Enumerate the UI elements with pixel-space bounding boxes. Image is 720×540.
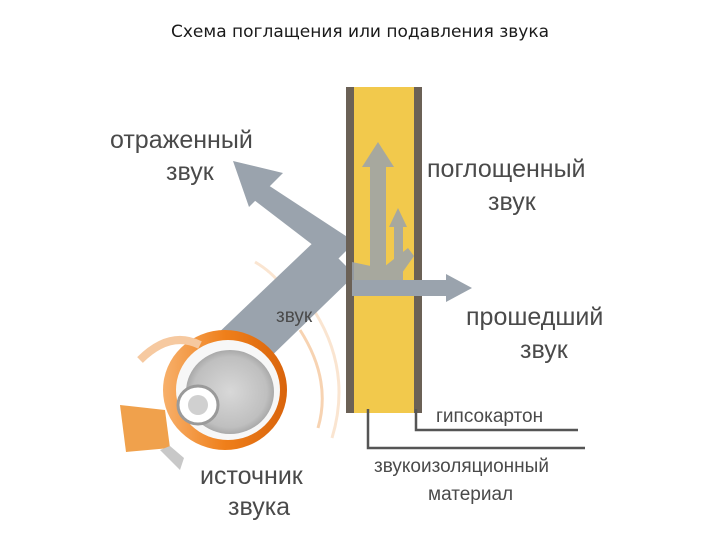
source-label-line2: звука <box>228 493 290 521</box>
passed-label-line1: прошедший <box>466 303 603 331</box>
drywall-label: гипсокартон <box>436 406 543 427</box>
reflected-label-line1: отраженный <box>110 126 253 154</box>
drywall-left <box>346 87 354 413</box>
passed-sound-arrow <box>352 274 472 302</box>
insulation-label-line2: материал <box>428 484 513 505</box>
leader-lines <box>366 409 585 450</box>
passed-label-line2: звук <box>520 336 569 364</box>
absorbed-label-line2: звук <box>488 188 537 216</box>
absorbed-label-line1: поглощенный <box>427 155 586 183</box>
source-label-line1: источник <box>200 462 304 490</box>
sound-label: звук <box>276 306 313 327</box>
reflected-label-line2: звук <box>166 158 215 186</box>
speaker-icon <box>120 330 287 470</box>
reflected-sound-arrow <box>233 161 355 262</box>
insulation-label-line1: звукоизоляционный <box>374 456 549 477</box>
drywall-right <box>414 87 422 413</box>
diagram-title: Схема поглащения или подавления звука <box>170 22 550 42</box>
